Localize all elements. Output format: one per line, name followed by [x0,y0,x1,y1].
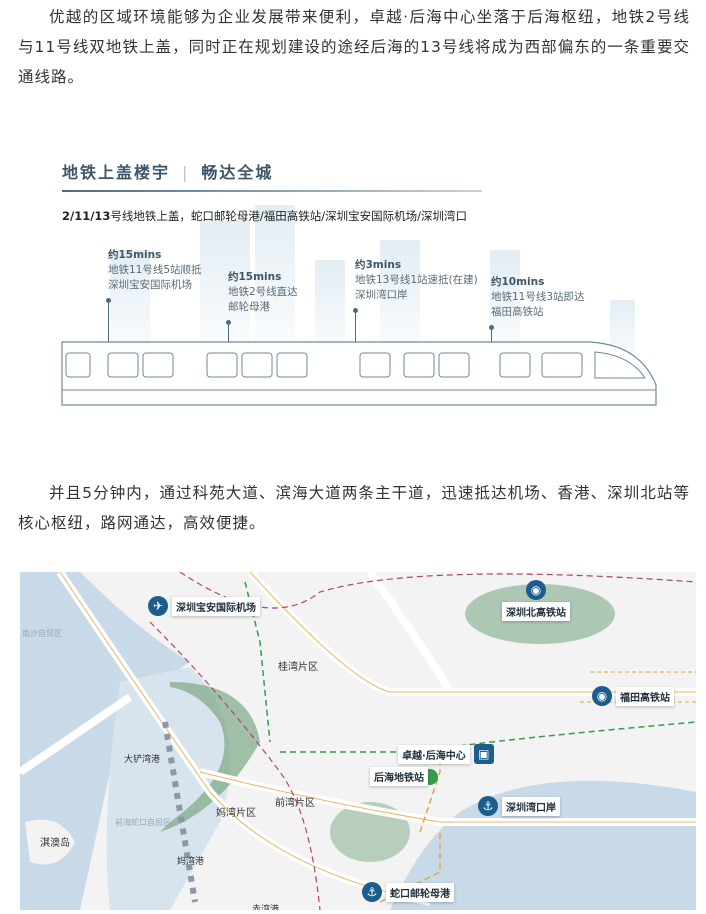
area-label: 大铲湾港 [124,755,161,765]
area-label: 南沙自贸区 [22,629,62,638]
title-divider [62,190,482,192]
paragraph-location: 优越的区域环境能够为企业发展带来便利，卓越·后海中心坐落于后海枢纽，地铁2号线与… [18,8,690,86]
anchor-icon: ⚓ [362,882,382,902]
anchor-icon: ⚓ [478,796,498,816]
building-icon: ▣ [473,744,494,764]
train-illustration [61,341,657,406]
poi-houhai-metro[interactable]: 后海地铁站 [370,767,432,786]
area-label: 妈湾片区 [216,808,256,819]
poi-excellence-houhai[interactable]: 卓越·后海中心▣ [398,744,494,764]
infographic-title: 地铁上盖楼宇|畅达全城 [62,163,274,182]
paragraph-roads: 并且5分钟内，通过科苑大道、滨海大道两条主干道，迅速抵达机场、香港、深圳北站等核… [18,484,690,532]
area-label: 前湾片区 [275,798,315,809]
area-label: 赤湾港 [252,905,280,910]
area-label: 桂湾片区 [278,662,318,673]
metro-infographic: 地铁上盖楼宇|畅达全城 2/11/13号线地铁上盖，蛇口邮轮母港/福田高铁站/深… [50,150,670,415]
airplane-icon: ✈ [148,596,168,616]
poi-shenzhen-bay-port[interactable]: ⚓深圳湾口岸 [478,796,560,816]
poi-futian-station[interactable]: ◉福田高铁站 [592,686,674,706]
infographic-subtitle: 2/11/13号线地铁上盖，蛇口邮轮母港/福田高铁站/深圳宝安国际机场/深圳湾口 [62,209,468,223]
area-label: 妈湾港 [177,857,205,867]
location-map: ✈深圳宝安国际机场 ◉深圳北高铁站 ◉福田高铁站 卓越·后海中心▣ 后海地铁站 … [20,572,696,910]
poi-shenzhen-north[interactable]: ◉深圳北高铁站 [502,580,570,621]
rail-station-icon: ◉ [592,686,612,706]
rail-station-icon: ◉ [526,580,546,600]
area-label: 淇澳岛 [40,838,70,849]
poi-shekou-cruise[interactable]: ⚓蛇口邮轮母港 [362,882,454,902]
map-base [20,572,696,910]
area-label: 前海蛇口自贸区 [115,818,171,827]
poi-airport[interactable]: ✈深圳宝安国际机场 [148,596,260,616]
